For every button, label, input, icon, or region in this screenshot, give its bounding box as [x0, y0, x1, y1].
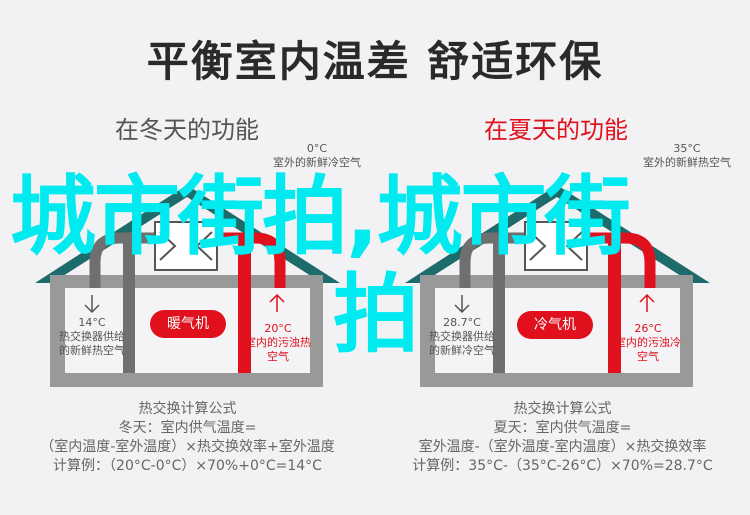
winter-formula: 热交换计算公式 冬天：室内供气温度= （室内温度-室外温度）×热交换效率+室外温…: [40, 401, 335, 474]
down-arrow-icon: [454, 295, 470, 314]
heat-exchanger: [524, 221, 588, 271]
cooler-label: 冷气机: [517, 311, 593, 339]
page-title: 平衡室内温差 舒适环保: [146, 37, 604, 86]
heater-label: 暖气机: [150, 310, 226, 338]
down-arrow-icon: [84, 295, 100, 314]
summer-heading: 在夏天的功能: [484, 116, 628, 144]
up-arrow-icon: [269, 293, 285, 312]
heat-exchanger: [154, 221, 218, 271]
up-arrow-icon: [639, 293, 655, 312]
watermark-line1: 城市街拍,城市街: [10, 167, 631, 267]
watermark-line2: 拍: [333, 265, 419, 365]
winter-heading: 在冬天的功能: [115, 116, 259, 144]
summer-formula: 热交换计算公式 夏天：室内供气温度= 室外温度-（室外温度-室内温度）×热交换效…: [412, 401, 713, 474]
